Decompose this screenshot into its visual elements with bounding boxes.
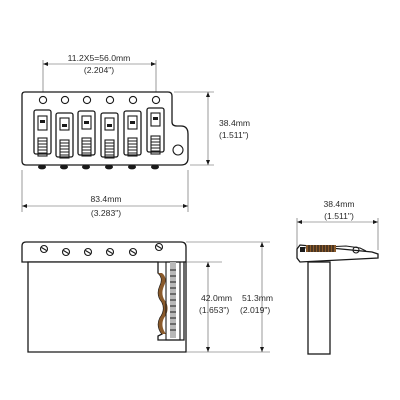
mounting-holes bbox=[38, 95, 161, 105]
total-height-in-label: (2.019") bbox=[240, 305, 270, 315]
top-height-in-label: (1.511") bbox=[219, 130, 249, 140]
total-height-mm-label: 51.3mm bbox=[242, 293, 273, 303]
top-view: 11.2X5=56.0mm (2.204") bbox=[21, 53, 250, 218]
front-screws bbox=[39, 242, 164, 257]
side-block bbox=[307, 261, 331, 355]
front-view: 42.0mm (1.653") 51.3mm (2.019") bbox=[21, 241, 273, 353]
width-dimension: 83.4mm (3.283") bbox=[21, 170, 189, 218]
width-in-label: (3.283") bbox=[91, 208, 121, 218]
saddle-springs bbox=[37, 135, 161, 159]
block-height-dimension: 42.0mm (1.653") bbox=[186, 261, 232, 353]
saddle-screw-heads bbox=[38, 164, 159, 170]
width-mm-label: 83.4mm bbox=[90, 194, 121, 204]
string-spacing-in-label: (2.204") bbox=[84, 65, 114, 75]
top-height-mm-label: 38.4mm bbox=[219, 118, 250, 128]
side-saddle-roller bbox=[352, 246, 360, 254]
total-height-dimension: 51.3mm (2.019") bbox=[186, 241, 273, 353]
string-spacing-mm-label: 11.2X5=56.0mm bbox=[68, 53, 131, 63]
block-height-in-label: (1.653") bbox=[199, 305, 229, 315]
front-base-plate bbox=[21, 241, 187, 263]
side-view: 38.4mm (1.511") bbox=[296, 199, 379, 355]
cutaway-edge bbox=[158, 273, 168, 334]
side-depth-in-label: (1.511") bbox=[324, 211, 354, 221]
side-screw-head bbox=[300, 247, 305, 252]
block-height-mm-label: 42.0mm bbox=[201, 293, 232, 303]
string-spacing-dimension: 11.2X5=56.0mm (2.204") bbox=[42, 53, 157, 92]
side-depth-dimension: 38.4mm (1.511") bbox=[296, 199, 379, 250]
top-height-dimension: 38.4mm (1.511") bbox=[174, 91, 250, 166]
tremolo-arm-hole bbox=[172, 144, 184, 156]
tremolo-block bbox=[27, 261, 187, 353]
side-depth-mm-label: 38.4mm bbox=[323, 199, 354, 209]
